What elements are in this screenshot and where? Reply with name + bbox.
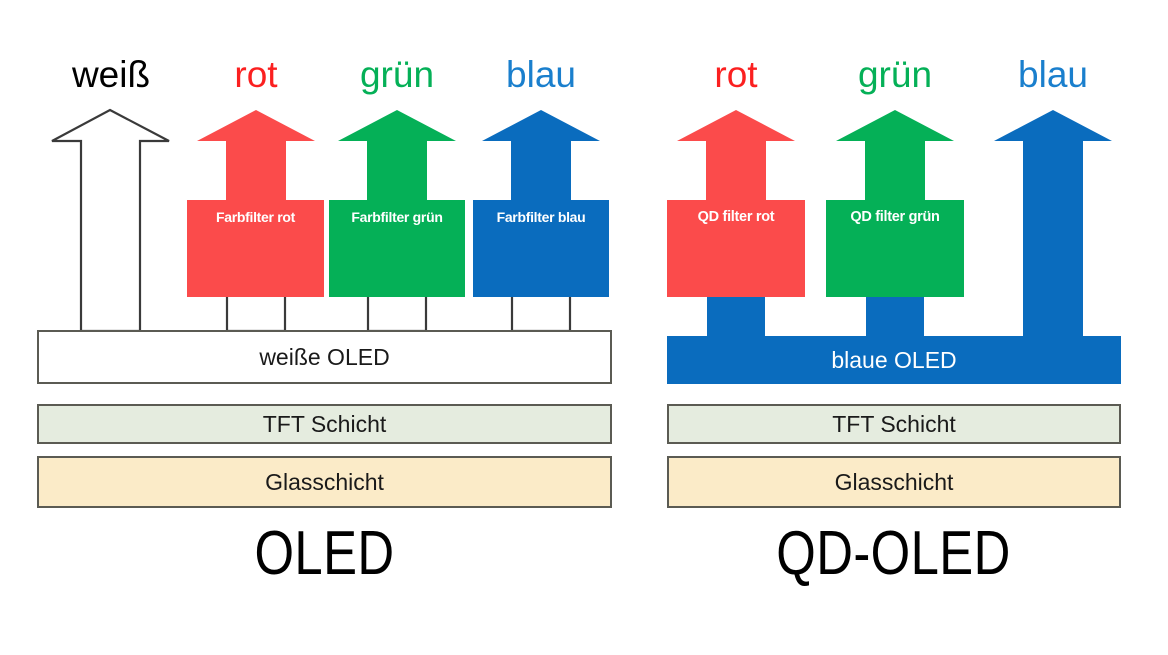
filter-label-qd-red: QD filter rot [697, 209, 775, 225]
layer-glass-right[interactable]: Glasschicht [667, 456, 1121, 508]
panel-title-oled: OLED [254, 519, 395, 588]
emission-label-blau-left: blau [506, 54, 576, 95]
layer-label-blue-oled: blaue OLED [831, 346, 957, 373]
filter-box-qd-green[interactable]: QD filter grün [826, 200, 964, 297]
emission-label-gruen-right: grün [857, 54, 933, 95]
filter-box-red-left[interactable]: Farbfilter rot [187, 200, 324, 297]
filter-label-green-left: Farbfilter grün [351, 209, 443, 225]
white-emission-arrow-left [51, 108, 170, 333]
blue-emission-arrow-left [482, 110, 600, 205]
layer-tft-left[interactable]: TFT Schicht [37, 404, 612, 444]
filter-label-blue-left: Farbfilter blau [496, 209, 586, 225]
green-emission-arrow-right [836, 110, 954, 205]
emission-label-blau-right: blau [1018, 54, 1088, 95]
layer-blue-oled-right[interactable]: blaue OLED [667, 336, 1121, 384]
layer-glass-left[interactable]: Glasschicht [37, 456, 612, 508]
layer-tft-right[interactable]: TFT Schicht [667, 404, 1121, 444]
layer-label-glass-right: Glasschicht [834, 468, 954, 495]
filter-box-qd-red[interactable]: QD filter rot [667, 200, 805, 297]
panel-title-qd-oled: QD-OLED [776, 519, 1011, 588]
filter-box-blue-left[interactable]: Farbfilter blau [473, 200, 609, 297]
emission-label-rot-right: rot [714, 54, 758, 95]
layer-label-white-oled: weiße OLED [259, 343, 390, 370]
layer-label-tft-right: TFT Schicht [832, 410, 956, 437]
layer-white-oled-left[interactable]: weiße OLED [37, 330, 612, 384]
filter-label-red-left: Farbfilter rot [215, 209, 296, 225]
red-emission-arrow-left [197, 110, 315, 205]
emission-label-gruen-left: grün [359, 54, 435, 95]
emission-label-weiss: weiß [71, 54, 151, 95]
layer-label-tft-left: TFT Schicht [262, 410, 387, 437]
emission-label-rot-left: rot [234, 54, 278, 95]
layer-label-glass-left: Glasschicht [265, 468, 384, 495]
green-emission-arrow-left [338, 110, 456, 205]
blue-emission-arrow-right [994, 110, 1112, 336]
filter-box-green-left[interactable]: Farbfilter grün [329, 200, 465, 297]
filter-label-qd-green: QD filter grün [850, 209, 940, 225]
red-emission-arrow-right [677, 110, 795, 205]
